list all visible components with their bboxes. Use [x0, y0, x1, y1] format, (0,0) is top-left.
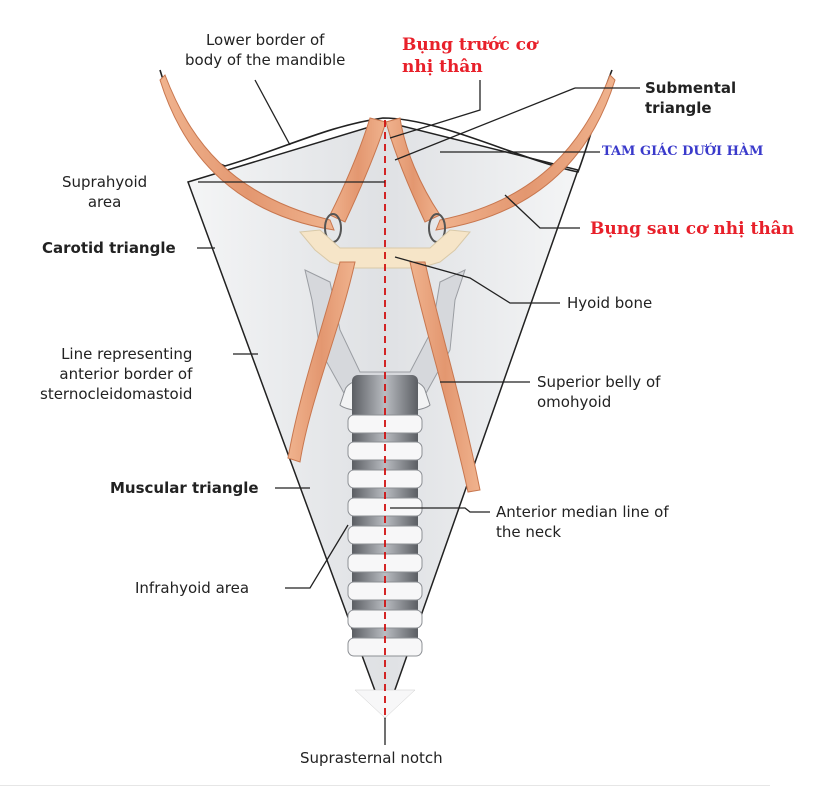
label-submental: Submental triangle — [645, 79, 737, 117]
label-bung-sau: Bụng sau cơ nhị thân — [590, 219, 795, 239]
bottom-divider — [0, 785, 770, 786]
label-hyoid-bone: Hyoid bone — [567, 294, 653, 312]
posterior-digastric-right — [435, 74, 616, 231]
label-line-representing: Line representing anterior border of ste… — [40, 345, 193, 403]
label-carotid: Carotid triangle — [42, 239, 176, 257]
posterior-digastric-left — [159, 74, 335, 231]
omohyoid-right — [409, 261, 481, 493]
hyoid-bone — [299, 229, 471, 269]
label-lower-border: Lower border of body of the mandible — [185, 31, 346, 69]
label-infrahyoid: Infrahyoid area — [135, 579, 250, 597]
tracheal-rings — [347, 414, 423, 657]
leader-lines — [197, 79, 640, 745]
label-muscular: Muscular triangle — [110, 479, 259, 497]
label-bung-truoc: Bụng trước cơ nhị thân — [402, 35, 538, 77]
anterior-digastric-left — [329, 117, 387, 223]
omohyoid-left — [287, 261, 356, 463]
label-anterior-median: Anterior median line of the neck — [496, 503, 669, 541]
label-suprasternal: Suprasternal notch — [300, 749, 443, 767]
label-tam-giac: TAM GIÁC DƯỚI HÀM — [602, 144, 764, 159]
label-superior-belly: Superior belly of omohyoid — [537, 373, 661, 411]
label-suprahyoid: Suprahyoid area — [62, 173, 148, 211]
thyroid-cartilage — [304, 269, 466, 396]
